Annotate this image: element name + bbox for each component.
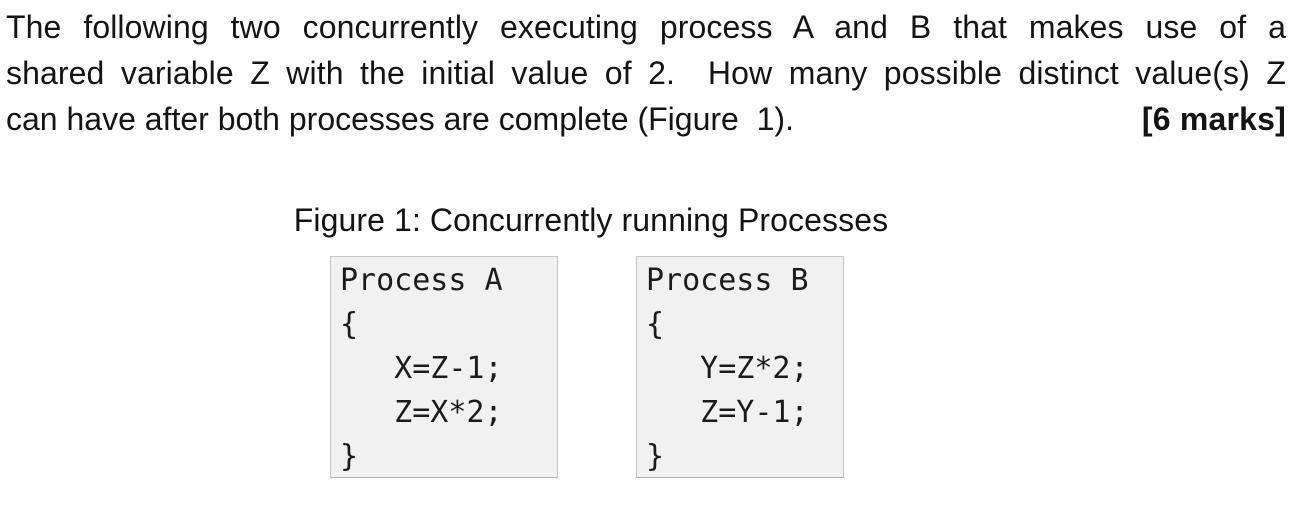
process-b-close-brace: } [646,439,665,474]
marks-badge: [6 marks] [1141,101,1286,137]
process-a-statement-2: Z=X*2; [340,395,503,430]
process-b-title: Process B [646,263,809,298]
process-a-statement-1: X=Z-1; [340,351,503,386]
question-line-3: can have after both processes are comple… [6,101,794,137]
process-b-code-box: Process B { Y=Z*2; Z=Y-1; } [636,256,844,478]
process-b-open-brace: { [646,307,665,342]
question-line-3-row: can have after both processes are comple… [6,96,1286,142]
process-a-code-box: Process A { X=Z-1; Z=X*2; } [330,256,558,478]
process-b-statement-2: Z=Y-1; [646,395,809,430]
question-paragraph: The following two concurrently executing… [6,4,1286,142]
question-line-1: The following two concurrently executing… [6,9,1286,45]
process-a-title: Process A [340,263,503,298]
question-line-2: shared variable Z with the initial value… [6,55,1286,91]
process-a-close-brace: } [340,439,359,474]
process-b-statement-1: Y=Z*2; [646,351,809,386]
figure-caption: Figure 1: Concurrently running Processes [293,202,889,238]
process-a-open-brace: { [340,307,359,342]
